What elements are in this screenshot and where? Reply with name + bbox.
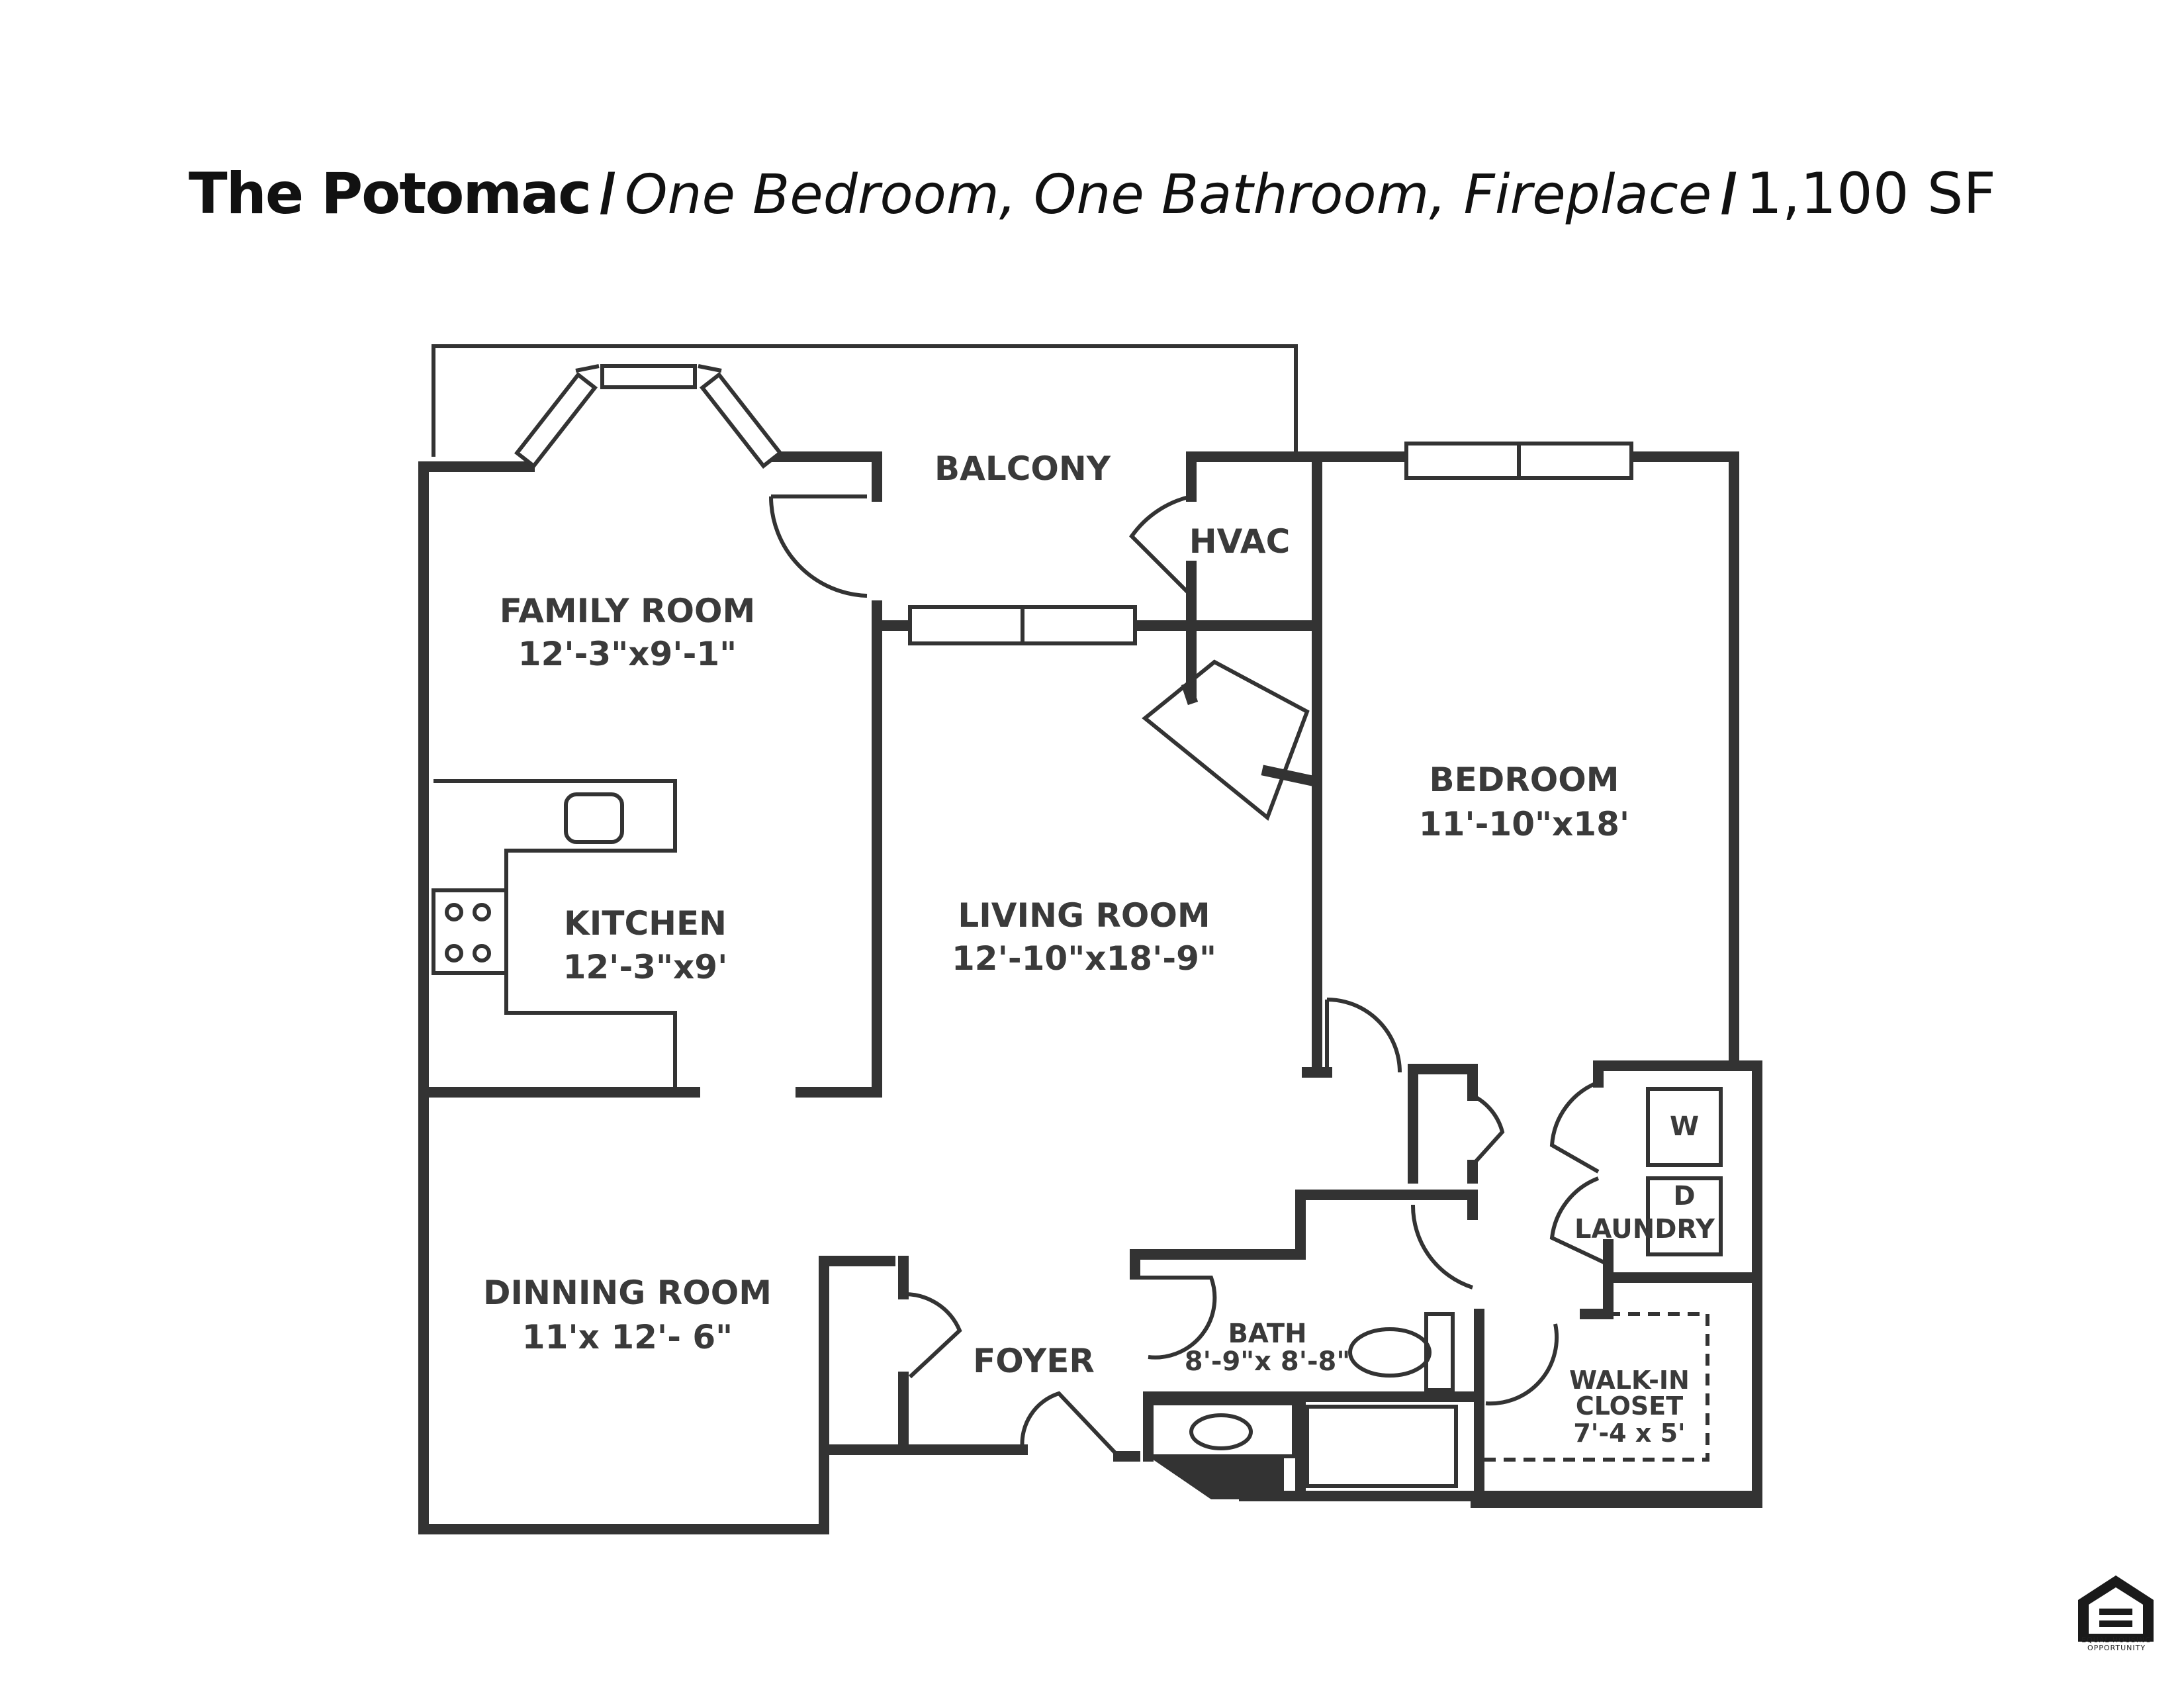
vanity-counter — [1146, 1401, 1296, 1458]
closet-dims: 7'-4 x 5' — [1573, 1419, 1685, 1448]
equal-housing-icon — [2078, 1575, 2154, 1642]
title-separator-2: / — [1721, 162, 1737, 226]
family-room-label: FAMILY ROOM — [500, 592, 755, 630]
burner-icon — [445, 903, 463, 921]
plan-area: 1,100 SF — [1746, 161, 1996, 227]
hvac-label: HVAC — [1189, 522, 1291, 561]
bathtub-icon — [1305, 1405, 1458, 1488]
kitchen-label: KITCHEN — [564, 904, 727, 943]
dryer-icon — [1646, 1176, 1723, 1256]
kitchen-counters — [432, 779, 677, 1092]
plan-description: One Bedroom, One Bathroom, Fireplace — [625, 164, 1712, 226]
equal-housing-text-line2: OPPORTUNITY — [2087, 1644, 2146, 1652]
kitchen-dims: 12'-3"x9' — [563, 948, 728, 986]
living-room-label: LIVING ROOM — [958, 896, 1210, 935]
fireplace — [1142, 659, 1320, 821]
burner-icon — [473, 903, 491, 921]
equal-housing-text-line1: EQUAL HOUSING — [2081, 1636, 2152, 1644]
toilet-tank-icon — [1424, 1312, 1455, 1392]
toilet-bowl-icon — [1348, 1327, 1432, 1378]
bedroom-dims: 11'-10"x18' — [1419, 805, 1629, 843]
page-title: The Potomac/One Bedroom, One Bathroom, F… — [189, 158, 2042, 232]
living-room-dims: 12'-10"x18'-9" — [952, 939, 1216, 978]
closet-label-line1: WALK-IN — [1569, 1366, 1690, 1395]
washer-icon — [1646, 1087, 1723, 1167]
bath-fixtures — [1146, 1312, 1458, 1488]
dining-room-label: DINNING ROOM — [483, 1274, 772, 1312]
balcony-outline — [432, 344, 1298, 457]
title-separator: / — [600, 162, 615, 226]
room-labels: BALCONY HVAC FAMILY ROOM 12'-3"x9'-1" KI… — [483, 449, 1715, 1448]
bath-dims: 8'-9"x 8'-8" — [1185, 1346, 1350, 1377]
family-room-dims: 12'-3"x9'-1" — [518, 635, 737, 673]
dining-room-dims: 11'x 12'- 6" — [522, 1318, 733, 1356]
equal-housing-text: EQUAL HOUSING OPPORTUNITY — [2064, 1636, 2169, 1652]
laundry-label: LAUNDRY — [1574, 1214, 1715, 1244]
sink-icon — [564, 792, 624, 844]
walls — [418, 451, 1762, 1534]
plan-name: The Potomac — [189, 161, 592, 227]
door-swings — [769, 494, 1610, 1458]
wall-wedge — [1148, 1456, 1284, 1499]
bath-label: BATH — [1228, 1319, 1306, 1349]
dryer-label: D — [1673, 1181, 1695, 1211]
foyer-label: FOYER — [973, 1342, 1095, 1380]
laundry-appliances — [1646, 1087, 1723, 1256]
closet-shelf-outline — [1479, 1312, 1709, 1462]
balcony-label: BALCONY — [934, 449, 1111, 488]
bedroom-label: BEDROOM — [1429, 761, 1619, 799]
windows — [514, 364, 1633, 645]
washer-label: W — [1670, 1111, 1699, 1142]
burner-icon — [445, 944, 463, 962]
closet-label-line2: CLOSET — [1576, 1391, 1683, 1421]
burner-icon — [473, 944, 491, 962]
lavatory-sink-icon — [1189, 1413, 1253, 1450]
